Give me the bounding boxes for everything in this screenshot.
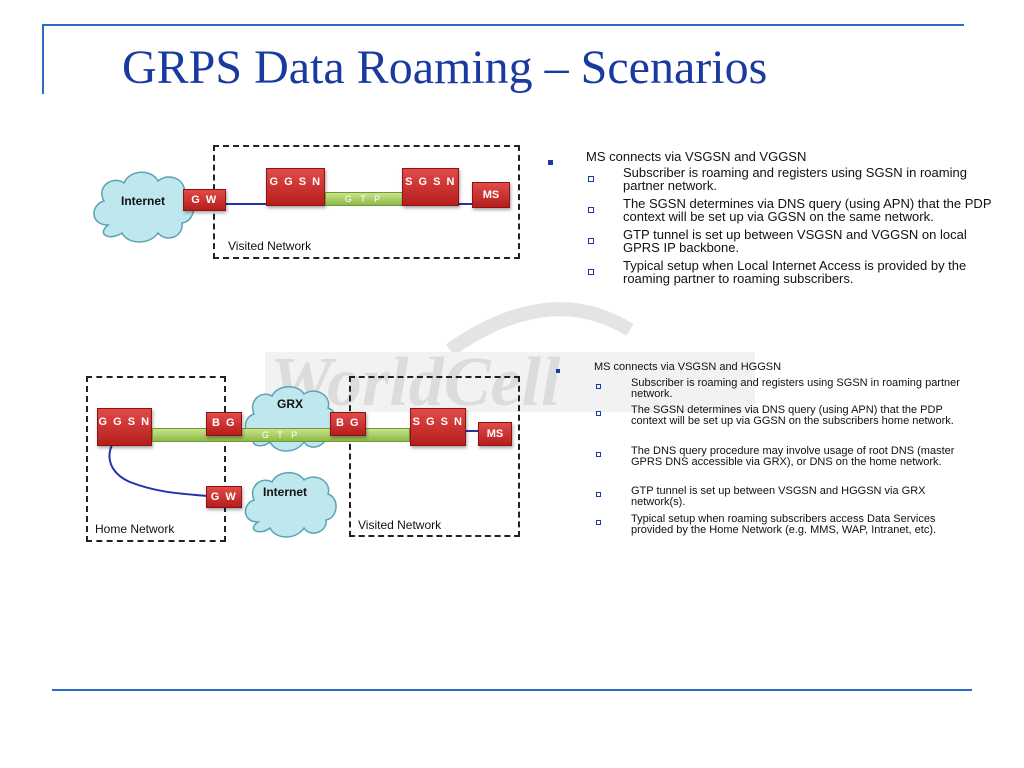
hollow-square-bullet-icon <box>588 238 594 244</box>
internet-label-1: Internet <box>120 194 165 208</box>
slide-title: GRPS Data Roaming – Scenarios <box>122 41 768 94</box>
gw-node-2: G W <box>206 486 242 508</box>
internet-label-2: Internet <box>262 485 307 499</box>
gtp-tunnel-1: G T P <box>325 192 403 206</box>
hollow-square-bullet-icon <box>596 384 601 389</box>
home-network-label: Home Network <box>95 522 175 536</box>
visited-network-label-2: Visited Network <box>358 518 442 532</box>
square-bullet-icon <box>548 160 553 165</box>
bottom-rule <box>52 689 972 691</box>
visited-network-box-2 <box>349 376 520 537</box>
hollow-square-bullet-icon <box>588 207 594 213</box>
ggsn-gw-link <box>108 433 209 497</box>
hollow-square-bullet-icon <box>596 411 601 416</box>
ms-node-2: MS <box>478 422 512 446</box>
ggsn-node-1: G G S N <box>266 168 325 206</box>
hollow-square-bullet-icon <box>596 520 601 525</box>
gtp-tunnel-2: G T P <box>152 428 410 442</box>
link-sgsn-ms-1 <box>458 203 474 205</box>
square-bullet-icon <box>556 369 560 373</box>
sgsn-node-2: S G S N <box>410 408 466 446</box>
link-gw-ggsn-1 <box>226 203 270 205</box>
hollow-square-bullet-icon <box>596 492 601 497</box>
grx-label: GRX <box>276 397 303 411</box>
ggsn-node-2: G G S N <box>97 408 152 446</box>
gw-node-1: G W <box>183 189 226 211</box>
hollow-square-bullet-icon <box>588 176 594 182</box>
hollow-square-bullet-icon <box>596 452 601 457</box>
left-rule <box>42 24 44 94</box>
bg-node-right: B G <box>330 412 366 436</box>
grx-cloud <box>244 386 337 452</box>
bg-node-left: B G <box>206 412 242 436</box>
link-sgsn-ms-2 <box>466 430 478 432</box>
ms-node-1: MS <box>472 182 510 208</box>
internet-cloud-2 <box>244 472 337 538</box>
visited-network-label-1: Visited Network <box>228 239 312 253</box>
sgsn-node-1: S G S N <box>402 168 459 206</box>
watermark-logo: WorldCell <box>265 302 755 421</box>
top-rule <box>42 24 964 26</box>
home-network-box <box>86 376 226 542</box>
hollow-square-bullet-icon <box>588 269 594 275</box>
